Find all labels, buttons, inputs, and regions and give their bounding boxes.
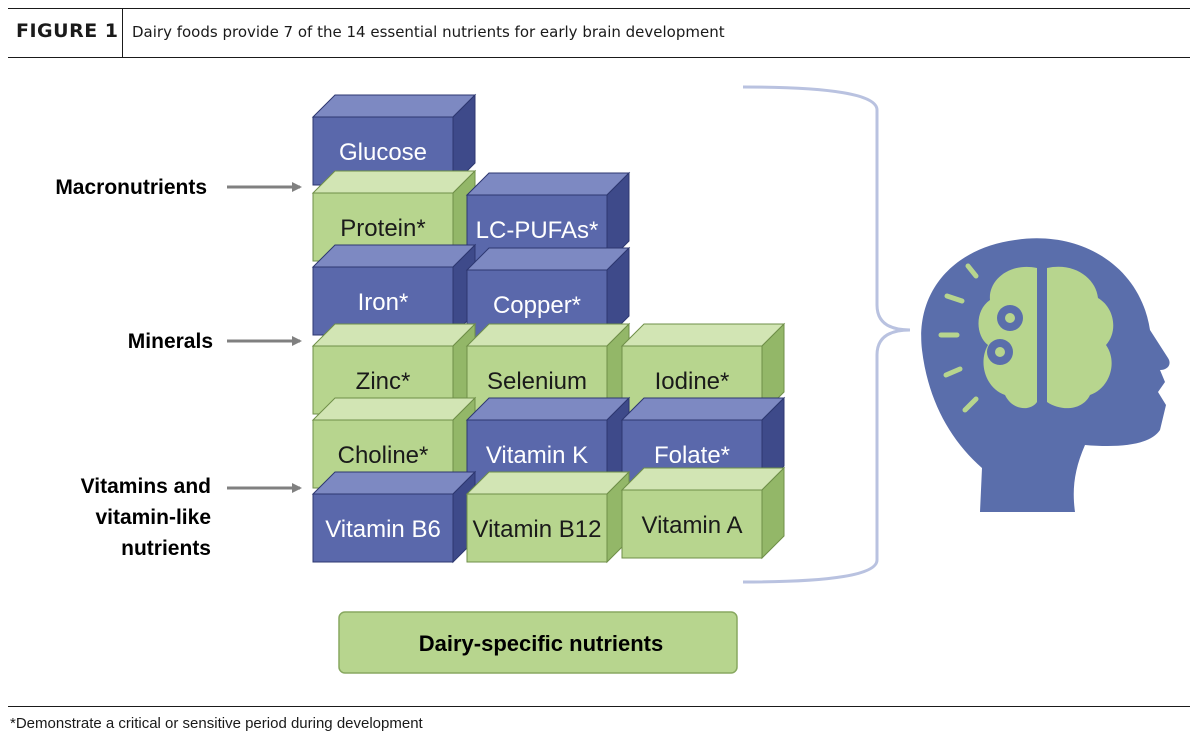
child-head-brain-icon [921, 238, 1170, 512]
block-top-face [311, 323, 477, 347]
dairy-legend-box [338, 611, 738, 674]
nutrient-label: Choline* [338, 442, 429, 469]
block-top-face [620, 467, 786, 491]
nutrient-label: Selenium [487, 368, 587, 395]
block-top-face [465, 323, 631, 347]
block-top-face [465, 471, 631, 495]
block-top-face [620, 323, 786, 347]
nutrient-block-vitamin-a: Vitamin A [620, 466, 786, 560]
nutrient-label: Vitamin B6 [325, 516, 441, 543]
figure-header: FIGURE 1 Dairy foods provide 7 of the 14… [8, 8, 1190, 57]
nutrient-block-iron: Iron* [311, 243, 477, 337]
nutrient-block-vitamin-b6: Vitamin B6 [311, 470, 477, 564]
top-rule [8, 8, 1190, 9]
category-macronutrients: Macronutrients [55, 176, 207, 199]
block-top-face [311, 94, 477, 118]
figure-title: Dairy foods provide 7 of the 14 essentia… [132, 23, 725, 41]
bracket [742, 85, 911, 584]
footnote: *Demonstrate a critical or sensitive per… [10, 715, 423, 732]
nutrient-label: Vitamin A [642, 512, 743, 539]
block-top-face [311, 397, 477, 421]
category-vitamins-line2: vitamin-like [95, 506, 211, 529]
nutrient-label: Vitamin B12 [473, 516, 602, 543]
nutrient-label: LC-PUFAs* [476, 217, 599, 244]
block-top-face [620, 397, 786, 421]
block-top-face [311, 170, 477, 194]
nutrient-label: Iron* [358, 289, 409, 316]
block-top-face [311, 471, 477, 495]
nutrient-label: Protein* [340, 215, 425, 242]
block-top-face [465, 247, 631, 271]
block-front-face [466, 493, 608, 563]
block-front-face [621, 489, 763, 559]
header-divider [122, 8, 123, 57]
nutrient-block-vitamin-b12: Vitamin B12 [465, 470, 631, 564]
nutrient-label: Vitamin K [486, 442, 588, 469]
category-vitamins-line3: nutrients [121, 537, 211, 560]
block-top-face [465, 172, 631, 196]
category-minerals: Minerals [128, 330, 213, 353]
gear-icon [987, 339, 1013, 365]
nutrient-label: Glucose [339, 139, 427, 166]
header-rule [8, 57, 1190, 58]
nutrient-label: Copper* [493, 292, 581, 319]
gear-icon [997, 305, 1023, 331]
dairy-legend-label: Dairy-specific nutrients [419, 631, 664, 656]
nutrient-label: Zinc* [356, 368, 411, 395]
nutrient-label: Folate* [654, 442, 730, 469]
footer-rule [8, 706, 1190, 707]
category-vitamins-line1: Vitamins and [81, 475, 211, 498]
block-top-face [311, 244, 477, 268]
nutrient-label: Iodine* [655, 368, 730, 395]
figure-label: FIGURE 1 [16, 20, 119, 42]
block-front-face [312, 493, 454, 563]
block-top-face [465, 397, 631, 421]
